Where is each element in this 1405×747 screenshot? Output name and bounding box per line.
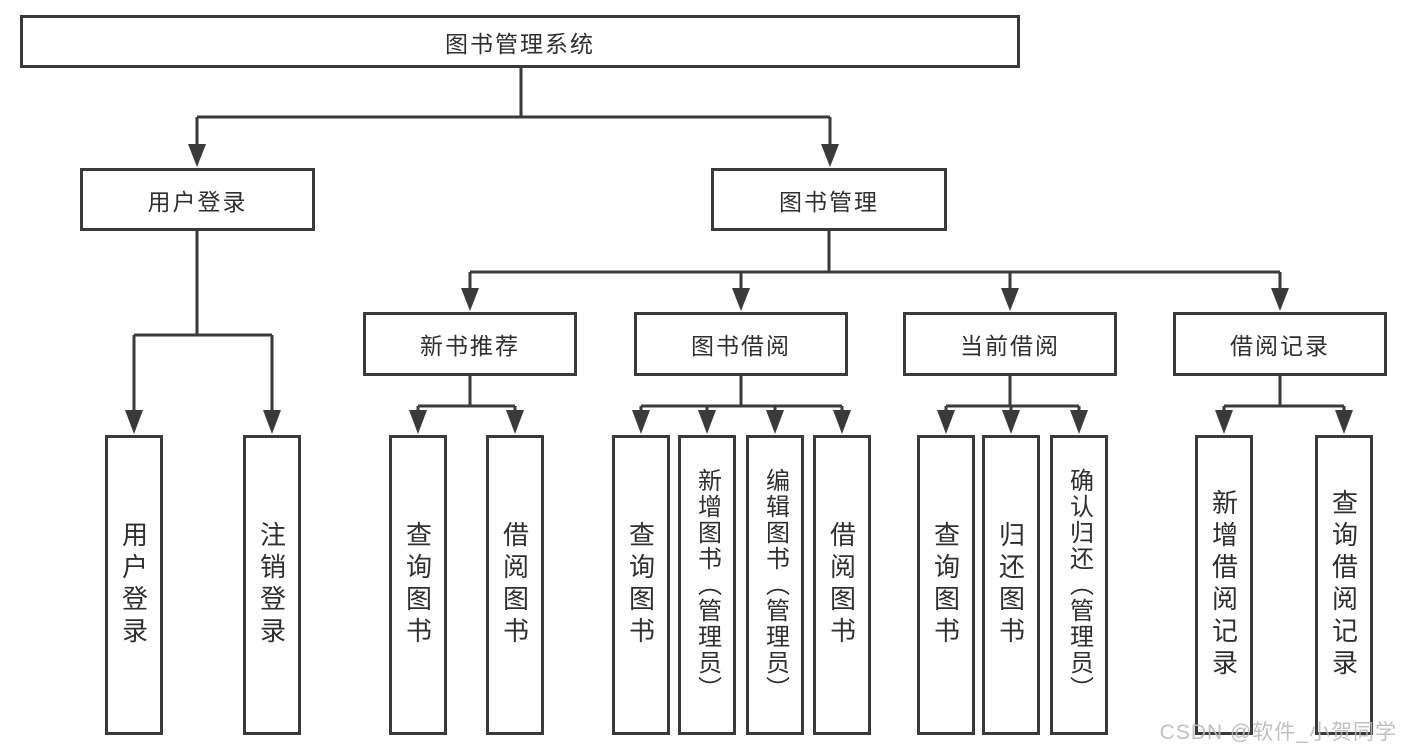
connector-borrowing-records	[1222, 376, 1346, 412]
arrowhead	[1002, 410, 1020, 434]
leaf-add-borrow-record: 新增借阅记录	[1195, 435, 1253, 735]
node-current-borrowing: 当前借阅	[903, 312, 1117, 376]
node-book-borrowing: 图书借阅	[634, 312, 848, 376]
arrowhead	[833, 410, 851, 434]
arrowhead	[1070, 410, 1088, 434]
node-book-management: 图书管理	[711, 168, 947, 231]
arrowhead	[506, 410, 524, 434]
connector-book-borrowing	[639, 376, 844, 412]
connector-book-management	[468, 231, 1282, 290]
arrowhead	[1001, 288, 1019, 311]
node-borrowing-records: 借阅记录	[1173, 312, 1387, 376]
leaf-return-books: 归还图书	[982, 435, 1040, 735]
connector-user-login	[132, 231, 274, 412]
arrowhead	[766, 410, 784, 434]
leaf-query-borrow-record: 查询借阅记录	[1315, 435, 1373, 735]
leaf-logout: 注销登录	[243, 435, 301, 735]
leaf-query-books: 查询图书	[612, 435, 670, 735]
arrowhead	[263, 410, 281, 434]
leaf-query-books: 查询图书	[389, 435, 447, 735]
connector-new-book	[416, 376, 517, 412]
arrowhead	[188, 144, 206, 167]
arrowhead	[409, 410, 427, 434]
connector-current-borrowing	[944, 376, 1081, 412]
arrowhead	[1271, 288, 1289, 311]
arrowhead	[821, 144, 839, 167]
leaf-query-books: 查询图书	[917, 435, 975, 735]
node-user-login: 用户登录	[80, 168, 315, 231]
arrowhead	[461, 288, 479, 311]
arrowhead	[125, 410, 143, 434]
leaf-borrow-books: 借阅图书	[813, 435, 871, 735]
arrowhead	[698, 410, 716, 434]
arrowhead	[1215, 410, 1233, 434]
leaf-add-books-admin: 新增图书（管理员）	[678, 435, 736, 735]
arrowhead	[632, 410, 650, 434]
leaf-user-login: 用户登录	[105, 435, 163, 735]
leaf-confirm-return-admin: 确认归还（管理员）	[1050, 435, 1108, 735]
arrowhead	[1335, 410, 1353, 434]
leaf-edit-books-admin: 编辑图书（管理员）	[746, 435, 804, 735]
leaf-borrow-books: 借阅图书	[486, 435, 544, 735]
csdn-watermark: CSDN @软件_小贺同学	[1159, 721, 1397, 744]
arrowhead	[732, 288, 750, 311]
arrowhead	[937, 410, 955, 434]
connector-root	[195, 68, 832, 146]
node-library-management-system: 图书管理系统	[20, 15, 1020, 68]
node-new-book-recommendation: 新书推荐	[363, 312, 577, 376]
